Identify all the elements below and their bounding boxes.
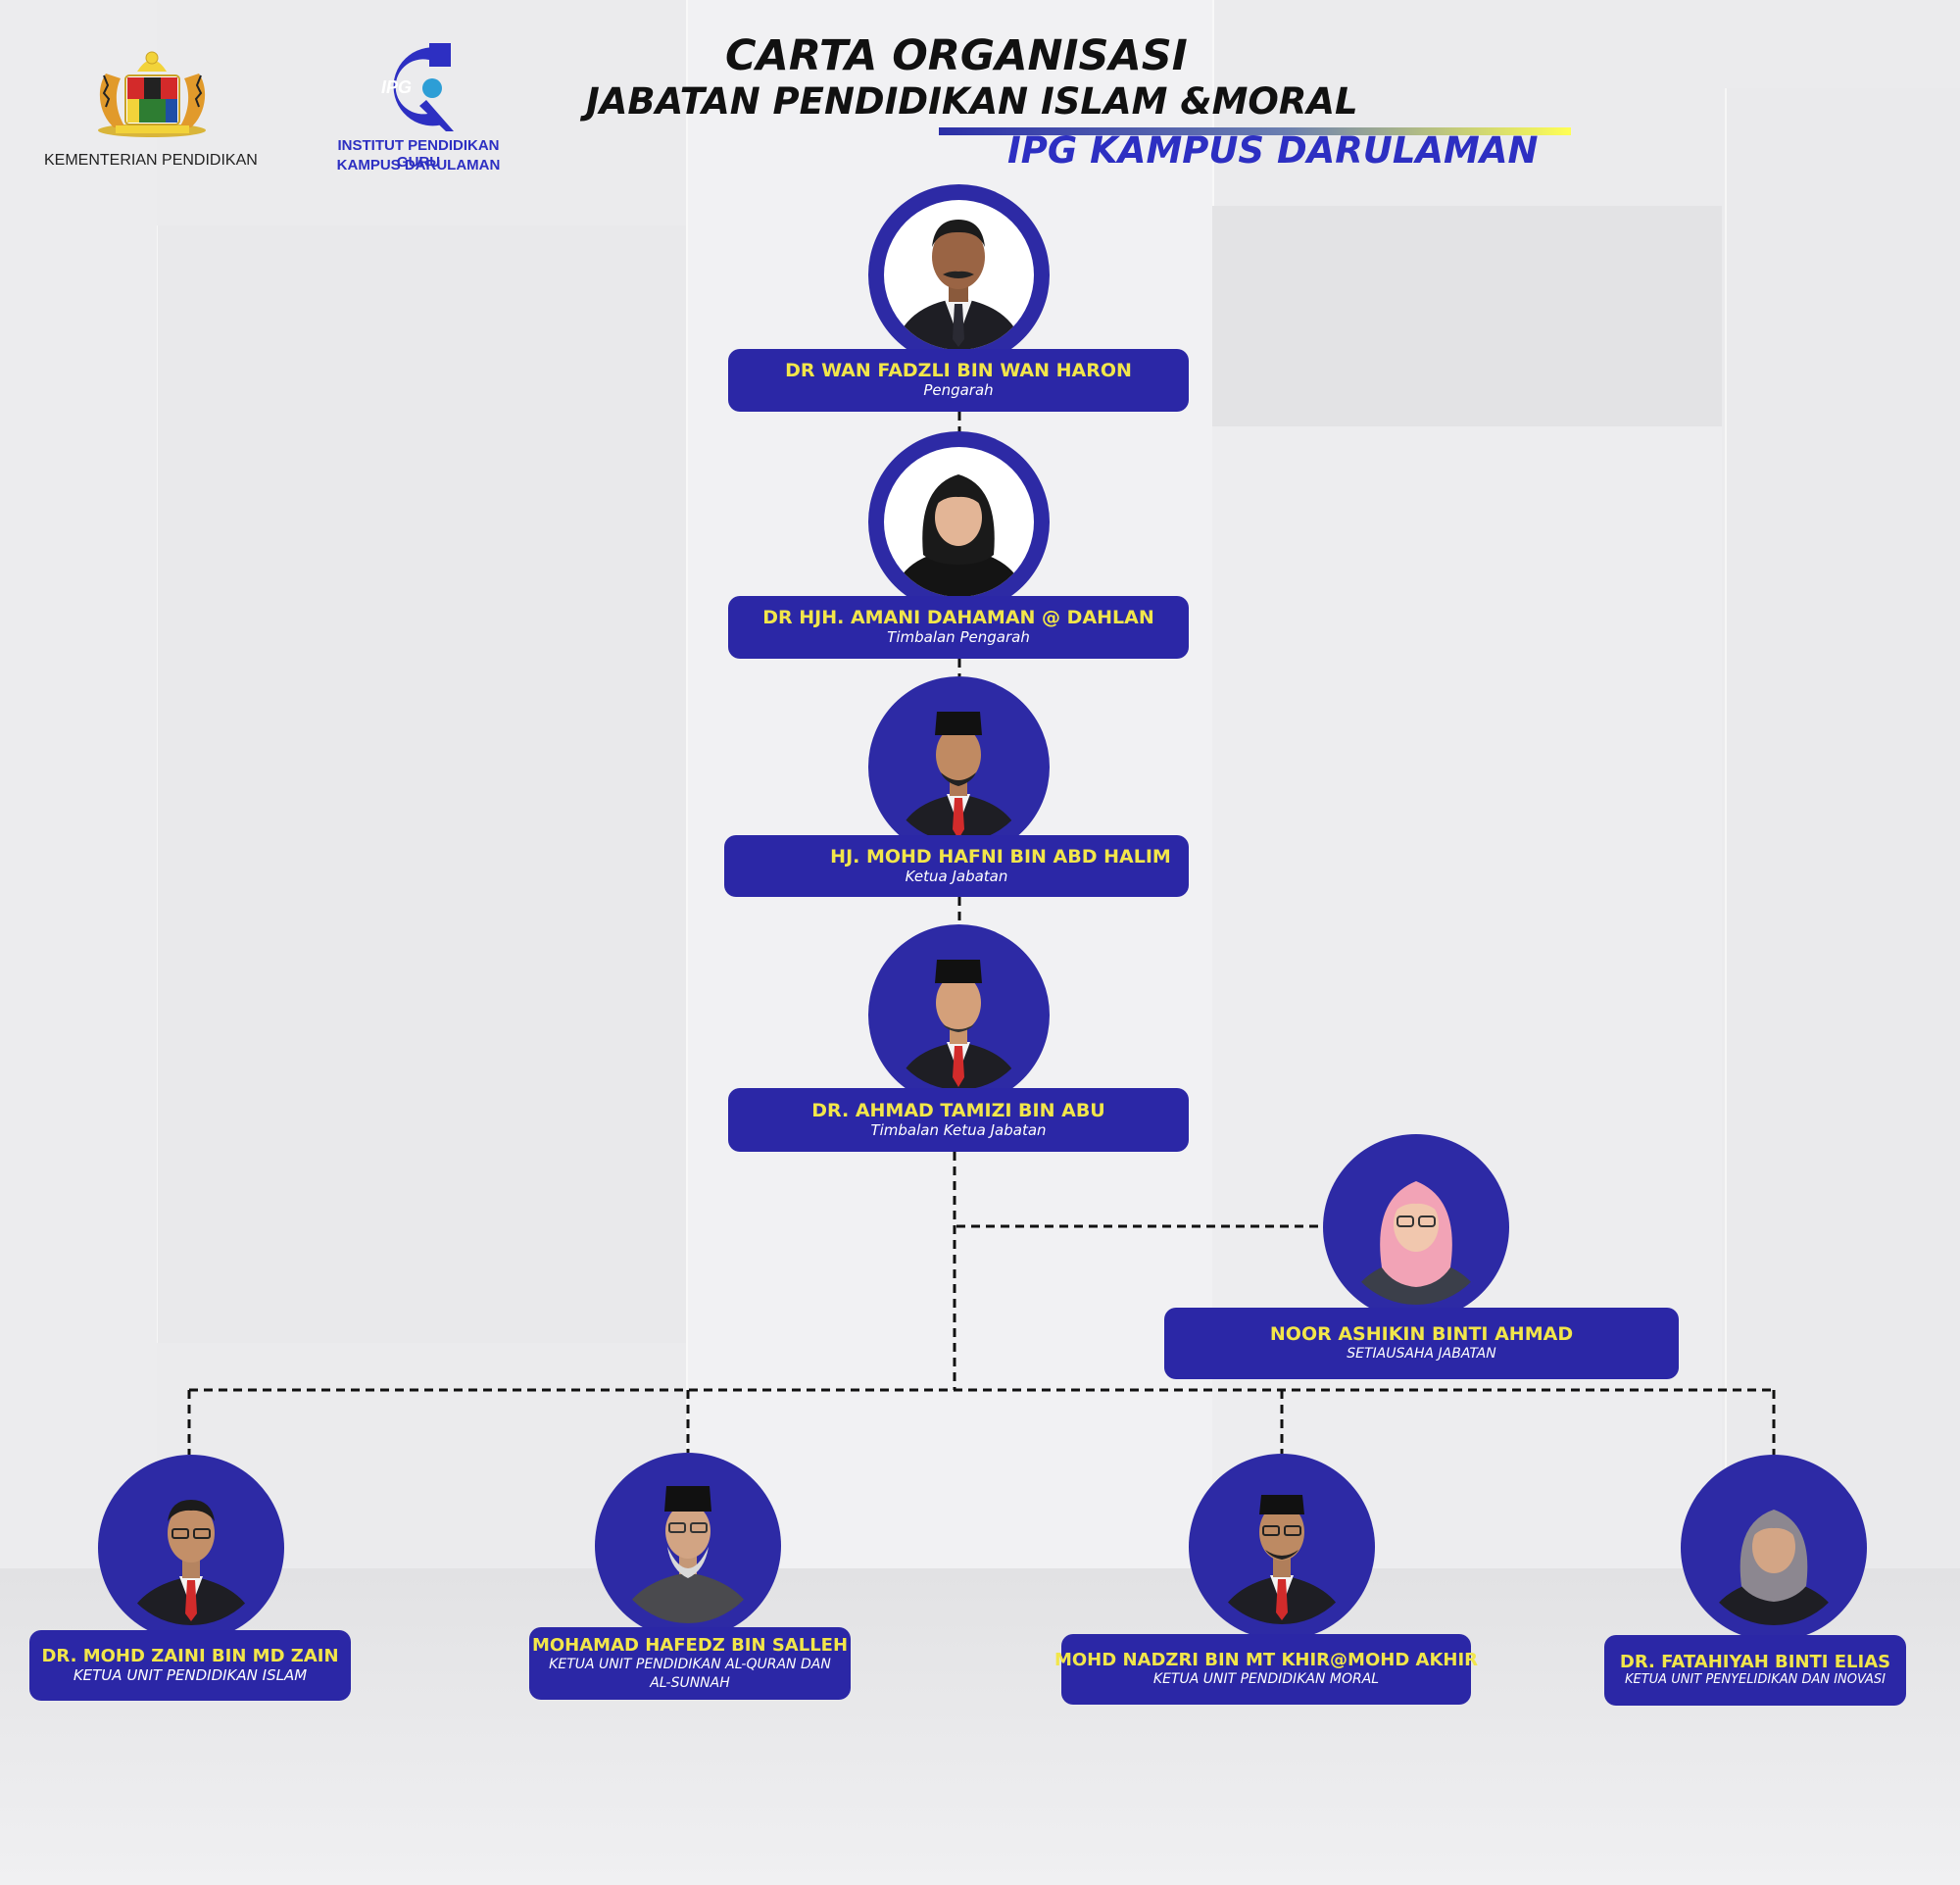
person-portrait-icon (618, 1486, 758, 1623)
name-pengarah: DR WAN FADZLI BIN WAN HARON (785, 360, 1132, 382)
role-unit-3: KETUA UNIT PENDIDIKAN MORAL (1152, 1671, 1380, 1688)
role-timbalan-ketua-jabatan: Timbalan Ketua Jabatan (870, 1120, 1047, 1139)
photo-unit-4 (1681, 1455, 1867, 1641)
card-unit-3: MOHD NADZRI BIN MT KHIR@MOHD AKHIR KETUA… (1054, 1634, 1478, 1705)
person-portrait-icon (1348, 1181, 1484, 1305)
role-setiausaha: SETIAUSAHA JABATAN (1347, 1346, 1496, 1363)
card-unit-1: DR. MOHD ZAINI BIN MD ZAIN KETUA UNIT PE… (29, 1630, 351, 1701)
role-timbalan-pengarah: Timbalan Pengarah (887, 628, 1030, 647)
name-unit-3: MOHD NADZRI BIN MT KHIR@MOHD AKHIR (1054, 1650, 1479, 1671)
photo-unit-3 (1189, 1454, 1375, 1640)
bg-panel-floor (0, 1568, 1960, 1885)
institute-name-line1: INSTITUT PENDIDIKAN GURU (337, 137, 500, 171)
bg-panel-left-mid (157, 225, 687, 1343)
name-unit-4: DR. FATAHIYAH BINTI ELIAS (1619, 1652, 1891, 1673)
photo-unit-1 (98, 1455, 284, 1641)
name-unit-2: MOHAMAD HAFEDZ BIN SALLEH (531, 1635, 849, 1657)
person-portrait-icon (896, 960, 1022, 1090)
role-unit-2: KETUA UNIT PENDIDIKAN AL-QURAN DAN AL-SU… (549, 1657, 831, 1691)
role-ketua-jabatan: Ketua Jabatan (905, 867, 1008, 885)
card-setiausaha: NOOR ASHIKIN BINTI AHMAD SETIAUSAHA JABA… (1164, 1308, 1679, 1379)
institute-name-line2: KAMPUS DARULAMAN (336, 157, 501, 174)
campus-title: IPG KAMPUS DARULAMAN (1007, 129, 1539, 172)
name-timbalan-pengarah: DR HJH. AMANI DAHAMAN @ DAHLAN (762, 607, 1154, 629)
photo-ketua-jabatan (868, 676, 1050, 858)
page-subtitle: JABATAN PENDIDIKAN ISLAM &MORAL (586, 80, 1358, 123)
name-setiausaha: NOOR ASHIKIN BINTI AHMAD (1269, 1323, 1574, 1346)
page-title: CARTA ORGANISASI (725, 31, 1188, 80)
card-timbalan-ketua-jabatan: DR. AHMAD TAMIZI BIN ABU Timbalan Ketua … (728, 1088, 1189, 1152)
ipg-logo: IPG (375, 41, 459, 131)
title-underline-bar (939, 127, 1571, 135)
name-unit-1: DR. MOHD ZAINI BIN MD ZAIN (41, 1645, 339, 1666)
person-portrait-icon (894, 220, 1024, 350)
photo-timbalan-ketua-jabatan (868, 924, 1050, 1106)
card-ketua-jabatan: HJ. MOHD HAFNI BIN ABD HALIM Ketua Jabat… (724, 835, 1189, 897)
person-portrait-icon (892, 474, 1026, 597)
role-pengarah: Pengarah (923, 381, 994, 400)
name-ketua-jabatan: HJ. MOHD HAFNI BIN ABD HALIM (830, 845, 1171, 868)
name-timbalan-ketua-jabatan: DR. AHMAD TAMIZI BIN ABU (811, 1099, 1105, 1121)
ministry-crest-logo (86, 44, 219, 142)
card-unit-2: MOHAMAD HAFEDZ BIN SALLEH KETUA UNIT PEN… (529, 1627, 851, 1700)
photo-unit-2 (595, 1453, 781, 1639)
ipg-logo-text: IPG (381, 77, 413, 97)
photo-setiausaha (1323, 1134, 1509, 1320)
photo-pengarah (868, 184, 1050, 366)
bg-panel-right-top (1212, 206, 1722, 426)
bg-panel-right (1212, 426, 1722, 1573)
photo-timbalan-pengarah (868, 431, 1050, 613)
card-pengarah: DR WAN FADZLI BIN WAN HARON Pengarah (728, 349, 1189, 412)
role-unit-4: KETUA UNIT PENYELIDIKAN DAN INOVASI (1624, 1672, 1886, 1688)
ministry-label: KEMENTERIAN PENDIDIKAN (44, 152, 258, 169)
person-portrait-icon (125, 1500, 257, 1625)
person-portrait-icon (1706, 1510, 1841, 1625)
card-unit-4: DR. FATAHIYAH BINTI ELIAS KETUA UNIT PEN… (1604, 1635, 1906, 1706)
person-portrait-icon (896, 712, 1022, 842)
card-timbalan-pengarah: DR HJH. AMANI DAHAMAN @ DAHLAN Timbalan … (728, 596, 1189, 659)
role-unit-1: KETUA UNIT PENDIDIKAN ISLAM (73, 1665, 308, 1684)
person-portrait-icon (1216, 1495, 1348, 1624)
